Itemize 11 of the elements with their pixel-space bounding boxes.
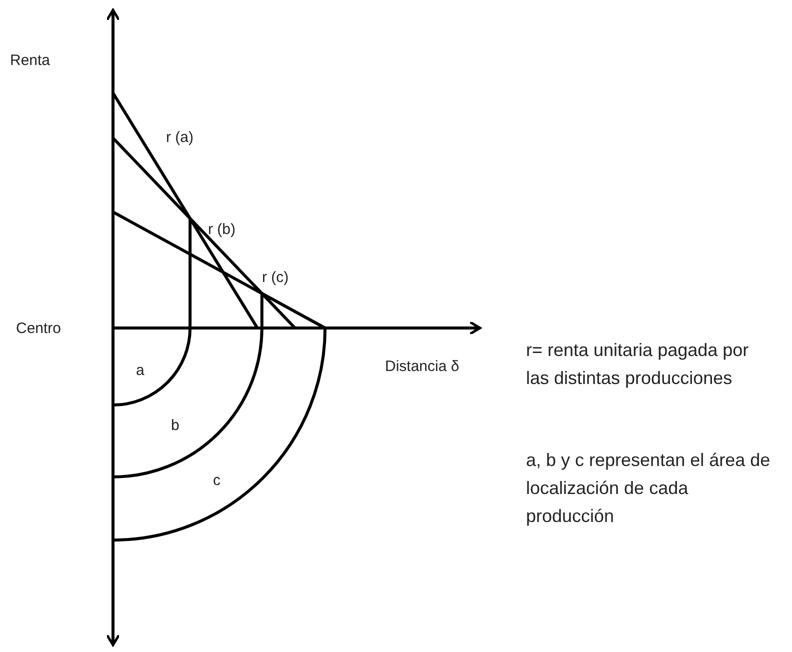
axis-label: Renta	[10, 51, 52, 71]
note-text: r= renta unitaria pagada por las distintas producciones	[526, 339, 750, 390]
axis-label: Distancia δ	[385, 357, 460, 377]
curve-label: r (c)	[262, 268, 290, 288]
area-label: b	[171, 416, 180, 436]
area-label: a	[136, 361, 146, 381]
note-text: a, b y c representan el área de localización de cada producción	[526, 449, 772, 528]
curve-label: r (a)	[166, 128, 194, 148]
area-label: c	[213, 471, 222, 491]
curve-label: r (b)	[208, 220, 236, 240]
axis-label: Centro	[16, 319, 62, 339]
